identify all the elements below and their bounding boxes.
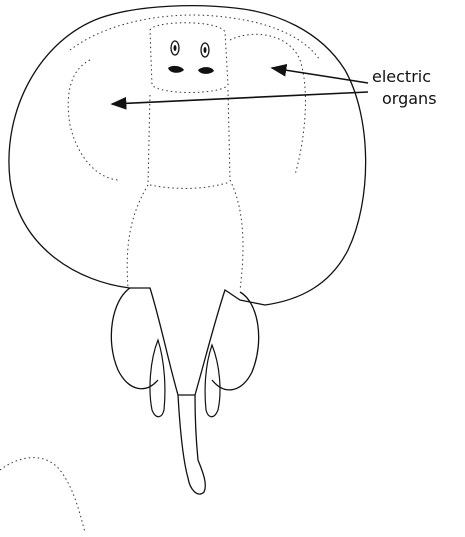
body-disc-outline — [9, 6, 366, 395]
left-spiracle — [168, 66, 184, 73]
right-spiracle — [198, 67, 214, 74]
arrow-to-right-organ — [272, 68, 368, 83]
arrow-to-left-organ — [112, 92, 368, 104]
electric-organ-left — [68, 60, 120, 180]
disc-inner-dotted — [70, 15, 320, 60]
electric-organs-label-line2: organs — [382, 90, 437, 108]
trunk-crossline — [150, 182, 230, 188]
tail — [178, 395, 205, 494]
clasper-left — [150, 340, 165, 417]
adjacent-outline — [0, 458, 85, 532]
head-outline — [150, 23, 228, 93]
electric-organ-right — [230, 34, 305, 175]
trunk-outline — [127, 90, 243, 290]
electric-organs-label-line1: electric — [372, 68, 431, 86]
